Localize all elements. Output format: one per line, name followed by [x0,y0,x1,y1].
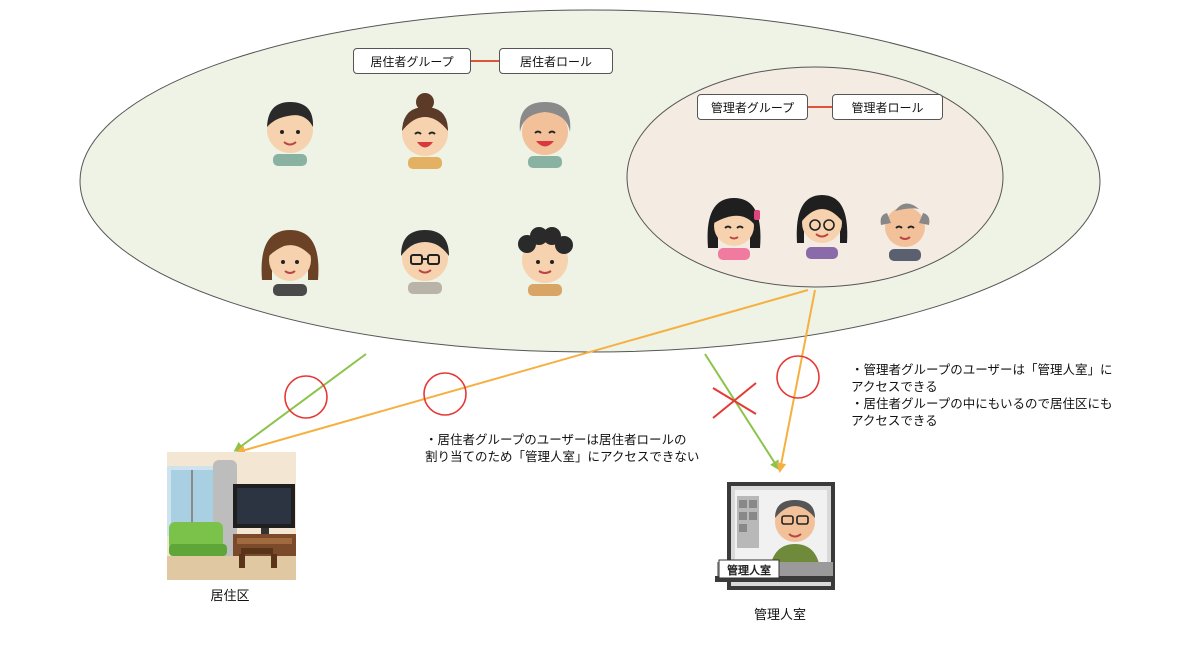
deny-cross-resident-manager [712,382,757,419]
admin-role-label: 管理者ロール [832,94,943,120]
living-area-caption: 居住区 [210,589,250,604]
resident-person-2 [402,93,448,169]
admin-person-2 [796,195,848,259]
admin-note-line-2: アクセスできる [851,379,938,394]
admin-note-line-1: ・管理者グループのユーザーは「管理人室」に [851,362,1113,377]
allow-circle-admin-living [423,372,467,416]
allow-circle-resident-living [284,375,328,419]
admin-note-line-3: ・居住者グループの中にもいるので居住区にも [851,396,1113,411]
resident-group-label: 居住者グループ [353,48,471,74]
admin-group-label: 管理者グループ [697,94,808,120]
admin-person-3 [880,203,930,261]
manager-room-caption: 管理人室 [753,608,806,623]
resident-note-line-1: ・居住者グループのユーザーは居住者ロールの [425,432,687,447]
admin-note-line-4: アクセスできる [851,413,938,428]
admin-to-manager-arrow [776,289,816,473]
living-room-image [167,452,296,580]
resident-person-6 [518,227,573,296]
resident-person-4 [261,230,319,296]
resident-role-label: 居住者ロール [499,48,613,74]
resident-person-5 [401,230,449,294]
manager-room-image [715,482,835,590]
resident-note-line-2: 割り当てのため「管理人室」にアクセスできない [425,449,700,464]
manager-room-sign: 管理人室 [727,564,771,577]
allow-circle-admin-manager [776,355,820,399]
admin-note: ・管理者グループのユーザーは「管理人室」に アクセスできる ・居住者グループの中… [851,361,1113,429]
resident-person-3 [519,102,571,168]
resident-to-living-arrow [233,353,367,452]
admin-to-living-arrow [235,289,809,455]
admin-person-1 [707,198,761,260]
resident-note: ・居住者グループのユーザーは居住者ロールの 割り当てのため「管理人室」にアクセス… [425,431,699,465]
resident-to-manager-arrow [704,353,780,471]
resident-person-1 [267,102,314,166]
